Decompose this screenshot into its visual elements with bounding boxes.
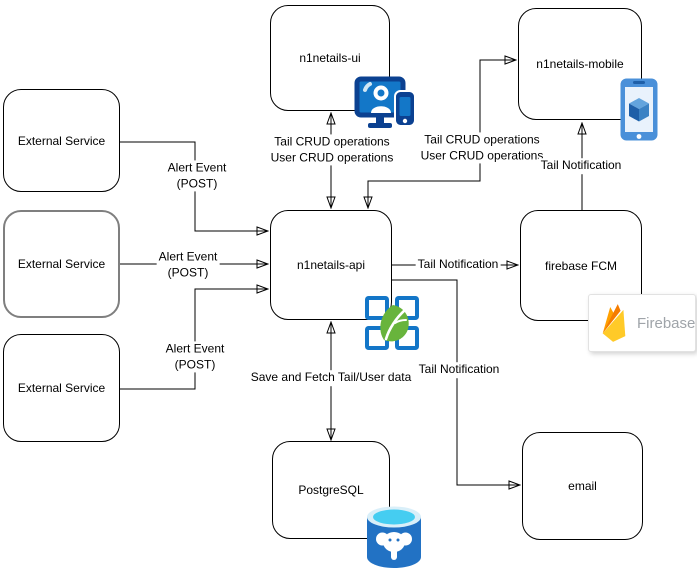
node-label: n1netails-ui (299, 51, 361, 65)
node-external-service-1[interactable]: External Service (3, 89, 120, 192)
edge-label-tail-notification-fcm: Tail Notification (415, 257, 501, 273)
edge-api-email[interactable] (392, 279, 520, 485)
edge-label-tail-notification-mobile: Tail Notification (538, 158, 624, 174)
node-label: firebase FCM (544, 258, 618, 273)
node-external-service-2[interactable]: External Service (3, 210, 120, 318)
firebase-badge: Firebase (588, 294, 696, 352)
smartphone-cube-icon (620, 78, 658, 141)
edge-label-alert-event-2: Alert Event (POST) (156, 249, 220, 281)
node-external-service-3[interactable]: External Service (3, 334, 120, 442)
firebase-badge-label: Firebase (637, 314, 696, 332)
firebase-logo-icon (598, 303, 630, 343)
monitor-user-icon (354, 76, 418, 134)
edge-api-mobile[interactable] (368, 60, 516, 208)
edge-label-alert-event-1: Alert Event (POST) (165, 160, 229, 192)
edge-label-alert-event-3: Alert Event (POST) (163, 341, 227, 373)
edge-label-save-fetch: Save and Fetch Tail/User data (248, 370, 414, 386)
node-label: email (568, 479, 597, 493)
node-firebase-fcm[interactable]: firebase FCM (520, 210, 642, 321)
postgresql-database-icon (364, 504, 424, 569)
edge-label-mobile-crud: Tail CRUD operations User CRUD operation… (418, 132, 546, 164)
node-email[interactable]: email (522, 432, 643, 540)
edge-label-tail-notification-email: Tail Notification (416, 362, 502, 378)
edge-ext3-api[interactable] (120, 289, 268, 390)
node-label: n1netails-mobile (536, 57, 624, 71)
edge-label-ui-crud: Tail CRUD operations User CRUD operation… (268, 134, 396, 166)
node-label: n1netails-api (296, 258, 366, 272)
spring-microservices-icon (365, 296, 419, 350)
node-label: PostgreSQL (298, 483, 364, 497)
node-label: External Service (17, 133, 106, 148)
node-label: External Service (17, 257, 106, 271)
node-label: External Service (17, 381, 106, 395)
